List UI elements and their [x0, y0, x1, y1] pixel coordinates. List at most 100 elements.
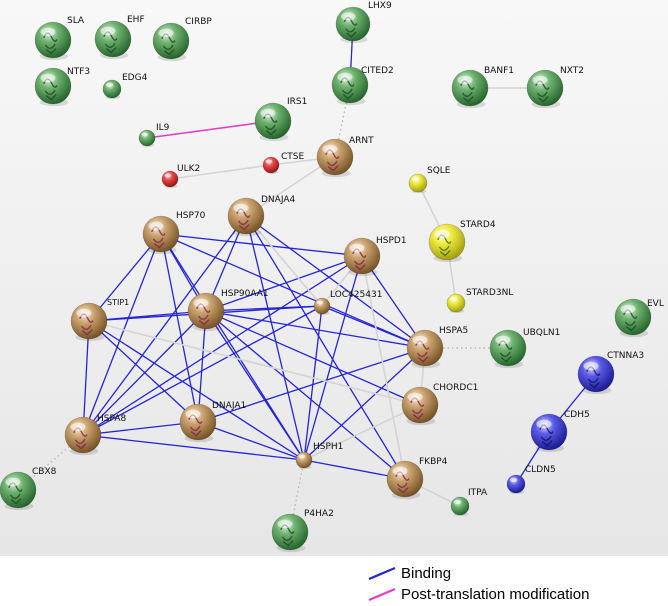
node-highlight	[583, 361, 599, 371]
node-label-ctnna3: CTNNA3	[607, 351, 644, 361]
node-chordc1[interactable]: CHORDC1	[401, 383, 478, 426]
node-label-ehf: EHF	[127, 15, 145, 25]
edge-hspa5-dnaja1	[197, 347, 426, 423]
node-label-cdh5: CDH5	[564, 410, 590, 420]
edge-loc425431-hspa5	[321, 305, 426, 349]
node-highlight	[509, 477, 518, 483]
node-dnaja1[interactable]: DNAJA1	[179, 401, 246, 443]
node-cirbp[interactable]: CIRBP	[152, 17, 212, 62]
node-label-stip1: STIP1	[107, 298, 129, 307]
ptm-line-icon	[368, 587, 396, 602]
node-sla[interactable]: SLA	[34, 16, 85, 61]
edge-loc425431-hsph1	[303, 305, 323, 461]
node-label-dnaja1: DNAJA1	[212, 401, 246, 411]
node-label-p4ha2: P4HA2	[304, 509, 334, 519]
node-sphere[interactable]	[506, 474, 526, 494]
node-sphere[interactable]	[262, 156, 280, 174]
legend-label-binding: Binding	[401, 564, 452, 582]
node-hspa8[interactable]: HSPA8	[64, 414, 126, 456]
node-highlight	[265, 159, 273, 164]
edge-hsph1-chordc1	[303, 404, 421, 461]
node-label-hspa5: HSPA5	[439, 326, 468, 336]
node-label-nxt2: NXT2	[560, 66, 584, 76]
node-label-hsp70: HSP70	[176, 211, 206, 221]
node-hspd1[interactable]: HSPD1	[343, 236, 407, 277]
node-label-sla: SLA	[67, 16, 85, 26]
node-lhx9[interactable]: LHX9	[335, 1, 392, 44]
edge-hspd1-fkbp4	[361, 255, 406, 480]
node-p4ha2[interactable]: P4HA2	[271, 509, 334, 553]
edge-hsp70-stip1	[88, 233, 162, 322]
legend-item-ptm: Post-translation modification	[365, 584, 589, 604]
node-sphere[interactable]	[138, 129, 156, 147]
node-highlight	[407, 392, 423, 402]
node-banf1[interactable]: BANF1	[451, 66, 514, 109]
node-highlight	[337, 72, 353, 82]
node-ulk2[interactable]: ULK2	[161, 164, 200, 188]
node-highlight	[185, 409, 201, 419]
node-sphere[interactable]	[450, 496, 470, 516]
node-label-cldn5: CLDN5	[525, 465, 556, 475]
node-label-ulk2: ULK2	[177, 164, 200, 174]
node-hsp90aa1[interactable]: HSP90AA1	[187, 289, 269, 332]
edge-stip1-chordc1	[88, 320, 421, 406]
node-cited2[interactable]: CITED2	[331, 66, 394, 106]
edges-layer	[17, 23, 597, 533]
edge-arnt-cited2	[334, 84, 351, 158]
node-loc425431[interactable]: LOC425431	[313, 290, 382, 315]
node-ehf[interactable]: EHF	[94, 15, 145, 60]
node-stip1[interactable]: STIP1	[70, 298, 129, 342]
node-sphere[interactable]	[161, 170, 179, 188]
edge-dnaja4-hspa8	[82, 215, 247, 436]
node-ctnna3[interactable]: CTNNA3	[577, 351, 644, 395]
node-dnaja4[interactable]: DNAJA4	[227, 195, 295, 237]
node-hsp70[interactable]: HSP70	[142, 211, 206, 255]
node-sphere[interactable]	[102, 79, 122, 99]
node-nxt2[interactable]: NXT2	[526, 66, 584, 109]
node-irs1[interactable]: IRS1	[254, 97, 307, 142]
node-stard3nl[interactable]: STARD3NL	[446, 288, 513, 314]
node-sqle[interactable]: SQLE	[408, 166, 451, 194]
node-cbx8[interactable]: CBX8	[0, 467, 57, 511]
node-sphere[interactable]	[446, 293, 466, 313]
node-sphere[interactable]	[295, 451, 313, 469]
node-label-il9: IL9	[156, 123, 170, 133]
node-ntf3[interactable]: NTF3	[34, 67, 90, 107]
node-itpa[interactable]: ITPA	[450, 488, 488, 517]
node-cldn5[interactable]: CLDN5	[506, 465, 556, 495]
edge-stip1-hsph1	[88, 320, 305, 461]
node-highlight	[40, 73, 56, 83]
node-highlight	[316, 300, 324, 305]
node-sphere[interactable]	[408, 173, 428, 193]
node-label-hspd1: HSPD1	[376, 236, 407, 246]
node-ctse[interactable]: CTSE	[262, 152, 304, 174]
node-edg4[interactable]: EDG4	[102, 73, 148, 100]
node-cdh5[interactable]: CDH5	[530, 410, 590, 453]
node-evl[interactable]: EVL	[614, 298, 664, 338]
node-sphere[interactable]	[313, 297, 331, 315]
node-hsph1[interactable]: HSPH1	[295, 442, 343, 469]
node-highlight	[141, 132, 149, 137]
edge-dnaja4-loc425431	[245, 215, 323, 307]
node-ubqln1[interactable]: UBQLN1	[489, 328, 560, 369]
edge-hspd1-hspa8	[82, 255, 363, 436]
node-highlight	[341, 12, 356, 21]
binding-line-icon	[368, 566, 396, 581]
edge-hsp70-hspa8	[82, 233, 162, 436]
node-il9[interactable]: IL9	[138, 123, 170, 147]
edge-hsp90aa1-loc425431	[205, 305, 323, 312]
node-highlight	[322, 144, 338, 154]
node-arnt[interactable]: ARNT	[316, 136, 374, 178]
legend: Binding Post-translation modification	[365, 563, 665, 603]
node-fkbp4[interactable]: FKBP4	[386, 457, 448, 500]
node-stard4[interactable]: STARD4	[428, 220, 496, 263]
node-highlight	[620, 304, 636, 314]
edge-ulk2-ctse	[169, 164, 272, 180]
node-hspa5[interactable]: HSPA5	[406, 326, 468, 369]
node-highlight	[5, 477, 21, 487]
node-highlight	[532, 75, 548, 85]
edge-stip1-hspa8	[82, 320, 90, 436]
node-label-fkbp4: FKBP4	[419, 457, 448, 467]
edge-dnaja4-hspa5	[245, 215, 426, 349]
